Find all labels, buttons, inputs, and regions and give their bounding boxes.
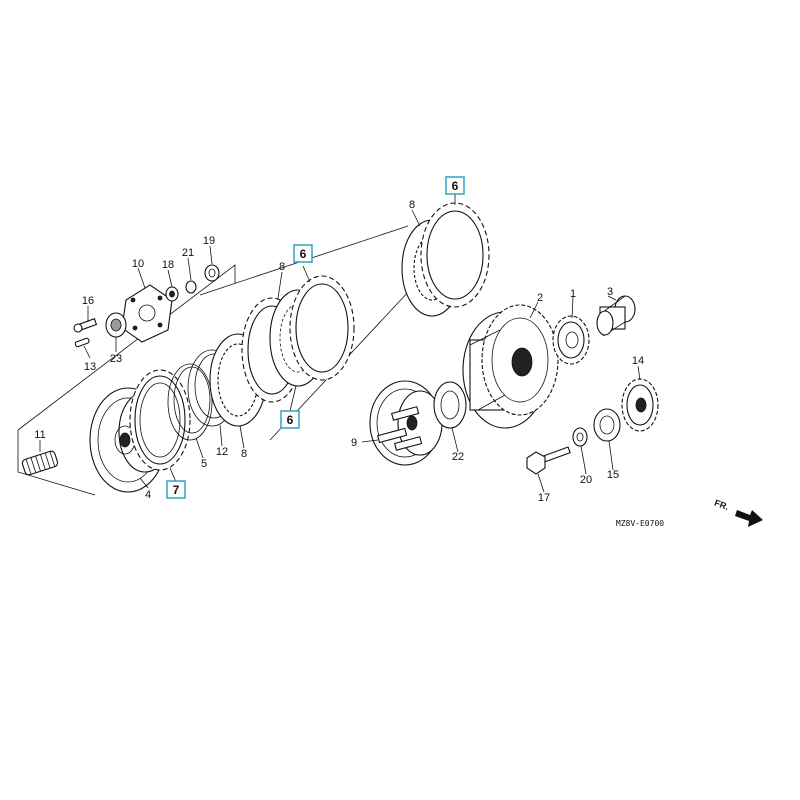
diagram-code: MZ8V-E0700	[616, 519, 664, 528]
highlighted-callout-6-lower[interactable]: 6	[280, 410, 300, 429]
part-3-collar[interactable]	[596, 295, 636, 337]
svg-text:7: 7	[173, 483, 180, 497]
callout-4[interactable]: 4	[145, 489, 151, 501]
highlighted-callout-7[interactable]: 7	[166, 480, 186, 499]
callout-18[interactable]: 18	[162, 259, 174, 271]
part-11-spring[interactable]	[21, 450, 59, 476]
part-9-clutch-center[interactable]	[369, 380, 443, 466]
part-1-drive-gear[interactable]	[552, 315, 590, 365]
part-13-pin[interactable]	[74, 337, 90, 348]
front-direction-indicator: FR.	[713, 498, 763, 527]
callout-9[interactable]: 9	[351, 437, 357, 449]
callout-8-middle[interactable]: 8	[279, 261, 285, 273]
callout-15[interactable]: 15	[607, 469, 619, 481]
callout-1[interactable]: 1	[570, 288, 576, 300]
callout-22[interactable]: 22	[452, 451, 464, 463]
part-21-washer[interactable]	[185, 280, 197, 294]
part-20-washer[interactable]	[572, 427, 588, 447]
callout-8-upper[interactable]: 8	[409, 199, 415, 211]
part-15-lock-washer[interactable]	[593, 408, 621, 442]
part-10-lifter-plate[interactable]	[121, 284, 173, 343]
part-14-gear[interactable]	[621, 378, 659, 432]
part-23-bearing[interactable]	[105, 312, 127, 338]
callout-3[interactable]: 3	[607, 286, 613, 298]
callout-23[interactable]: 23	[110, 353, 122, 365]
callout-5[interactable]: 5	[201, 458, 207, 470]
callout-21[interactable]: 21	[182, 247, 194, 259]
part-18-bolt[interactable]	[165, 286, 179, 302]
callout-10[interactable]: 10	[132, 258, 144, 270]
highlighted-callout-6-middle[interactable]: 6	[293, 244, 313, 263]
leader-lines	[39, 193, 641, 493]
part-19-washer[interactable]	[204, 264, 220, 282]
callout-12[interactable]: 12	[216, 446, 228, 458]
front-arrow-icon	[735, 510, 763, 527]
callout-16[interactable]: 16	[82, 295, 94, 307]
direction-label: FR.	[713, 498, 730, 512]
part-6-friction-disc-upper[interactable]	[420, 202, 490, 308]
callout-2[interactable]: 2	[537, 292, 543, 304]
part-6-friction-disc-middle[interactable]	[241, 275, 355, 403]
svg-text:6: 6	[287, 413, 294, 427]
callout-17[interactable]: 17	[538, 492, 550, 504]
callout-8-lower[interactable]: 8	[241, 448, 247, 460]
highlighted-callout-6-top[interactable]: 6	[445, 176, 465, 195]
part-22-thrust-washer[interactable]	[433, 381, 467, 429]
part-2-clutch-outer[interactable]	[462, 304, 559, 429]
svg-text:6: 6	[452, 179, 459, 193]
callout-11[interactable]: 11	[34, 429, 45, 441]
highlighted-callouts: 6 6 6 7	[166, 176, 465, 499]
callout-19[interactable]: 19	[203, 235, 215, 247]
callout-20[interactable]: 20	[580, 474, 592, 486]
callout-14[interactable]: 14	[632, 355, 644, 367]
callout-13[interactable]: 13	[84, 361, 96, 373]
svg-text:6: 6	[300, 247, 307, 261]
part-7-friction-disc[interactable]	[129, 369, 191, 471]
part-16-bolt[interactable]	[73, 318, 98, 333]
part-17-bolt[interactable]	[526, 446, 571, 475]
callout-labels: 1 2 3 4 5 8 8 8 9 10 11 12 13 14 15 16 1…	[34, 199, 644, 504]
